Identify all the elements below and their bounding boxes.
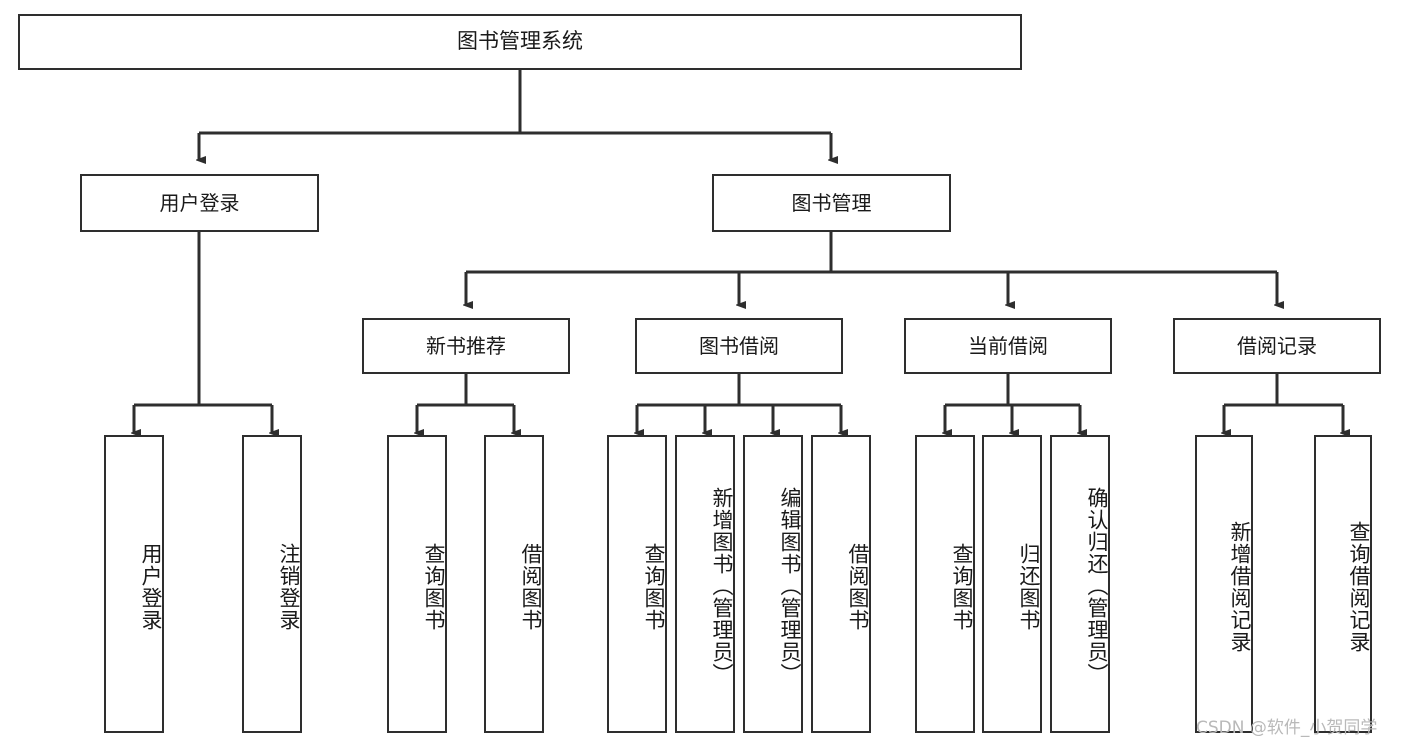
node-label: 查询图书 <box>642 543 666 631</box>
leaf-record-query[interactable]: 查询借阅记录 <box>1314 435 1372 733</box>
node-label: 查询图书 <box>422 543 446 631</box>
node-user-login[interactable]: 用户登录 <box>80 174 319 232</box>
leaf-current-query-book[interactable]: 查询图书 <box>915 435 975 733</box>
node-borrow-record[interactable]: 借阅记录 <box>1173 318 1381 374</box>
node-label: 图书管理 <box>791 191 872 215</box>
leaf-borrow-add-book[interactable]: 新增图书（管理员） <box>675 435 735 733</box>
leaf-current-return-book[interactable]: 归还图书 <box>982 435 1042 733</box>
node-label: 查询借阅记录 <box>1347 521 1371 653</box>
leaf-user-login-login[interactable]: 用户登录 <box>104 435 164 733</box>
node-label: 新增图书（管理员） <box>710 487 734 685</box>
leaf-new-book-query[interactable]: 查询图书 <box>387 435 447 733</box>
leaf-borrow-borrow-book[interactable]: 借阅图书 <box>811 435 871 733</box>
node-label: 图书管理系统 <box>457 29 583 54</box>
node-label: 查询图书 <box>950 543 974 631</box>
node-book-management[interactable]: 图书管理 <box>712 174 951 232</box>
leaf-borrow-query-book[interactable]: 查询图书 <box>607 435 667 733</box>
leaf-borrow-edit-book[interactable]: 编辑图书（管理员） <box>743 435 803 733</box>
node-root-system[interactable]: 图书管理系统 <box>18 14 1022 70</box>
node-book-borrow[interactable]: 图书借阅 <box>635 318 843 374</box>
watermark: CSDN @软件_小贺同学 <box>1196 718 1378 738</box>
node-label: 当前借阅 <box>968 334 1048 358</box>
leaf-record-add[interactable]: 新增借阅记录 <box>1195 435 1253 733</box>
node-label: 新书推荐 <box>426 334 506 358</box>
node-label: 新增借阅记录 <box>1228 521 1252 653</box>
node-label: 用户登录 <box>159 191 240 215</box>
node-label: 注销登录 <box>277 543 301 631</box>
leaf-user-login-logout[interactable]: 注销登录 <box>242 435 302 733</box>
node-label: 借阅图书 <box>519 543 543 631</box>
node-label: 用户登录 <box>139 543 163 631</box>
leaf-current-confirm-return[interactable]: 确认归还（管理员） <box>1050 435 1110 733</box>
node-label: 归还图书 <box>1017 543 1041 631</box>
node-label: 编辑图书（管理员） <box>778 487 802 685</box>
leaf-new-book-borrow[interactable]: 借阅图书 <box>484 435 544 733</box>
node-current-borrow[interactable]: 当前借阅 <box>904 318 1112 374</box>
node-label: 借阅图书 <box>846 543 870 631</box>
node-label: 确认归还（管理员） <box>1085 487 1109 685</box>
node-label: 图书借阅 <box>699 334 779 358</box>
node-new-book-recommend[interactable]: 新书推荐 <box>362 318 570 374</box>
node-label: 借阅记录 <box>1237 334 1317 358</box>
